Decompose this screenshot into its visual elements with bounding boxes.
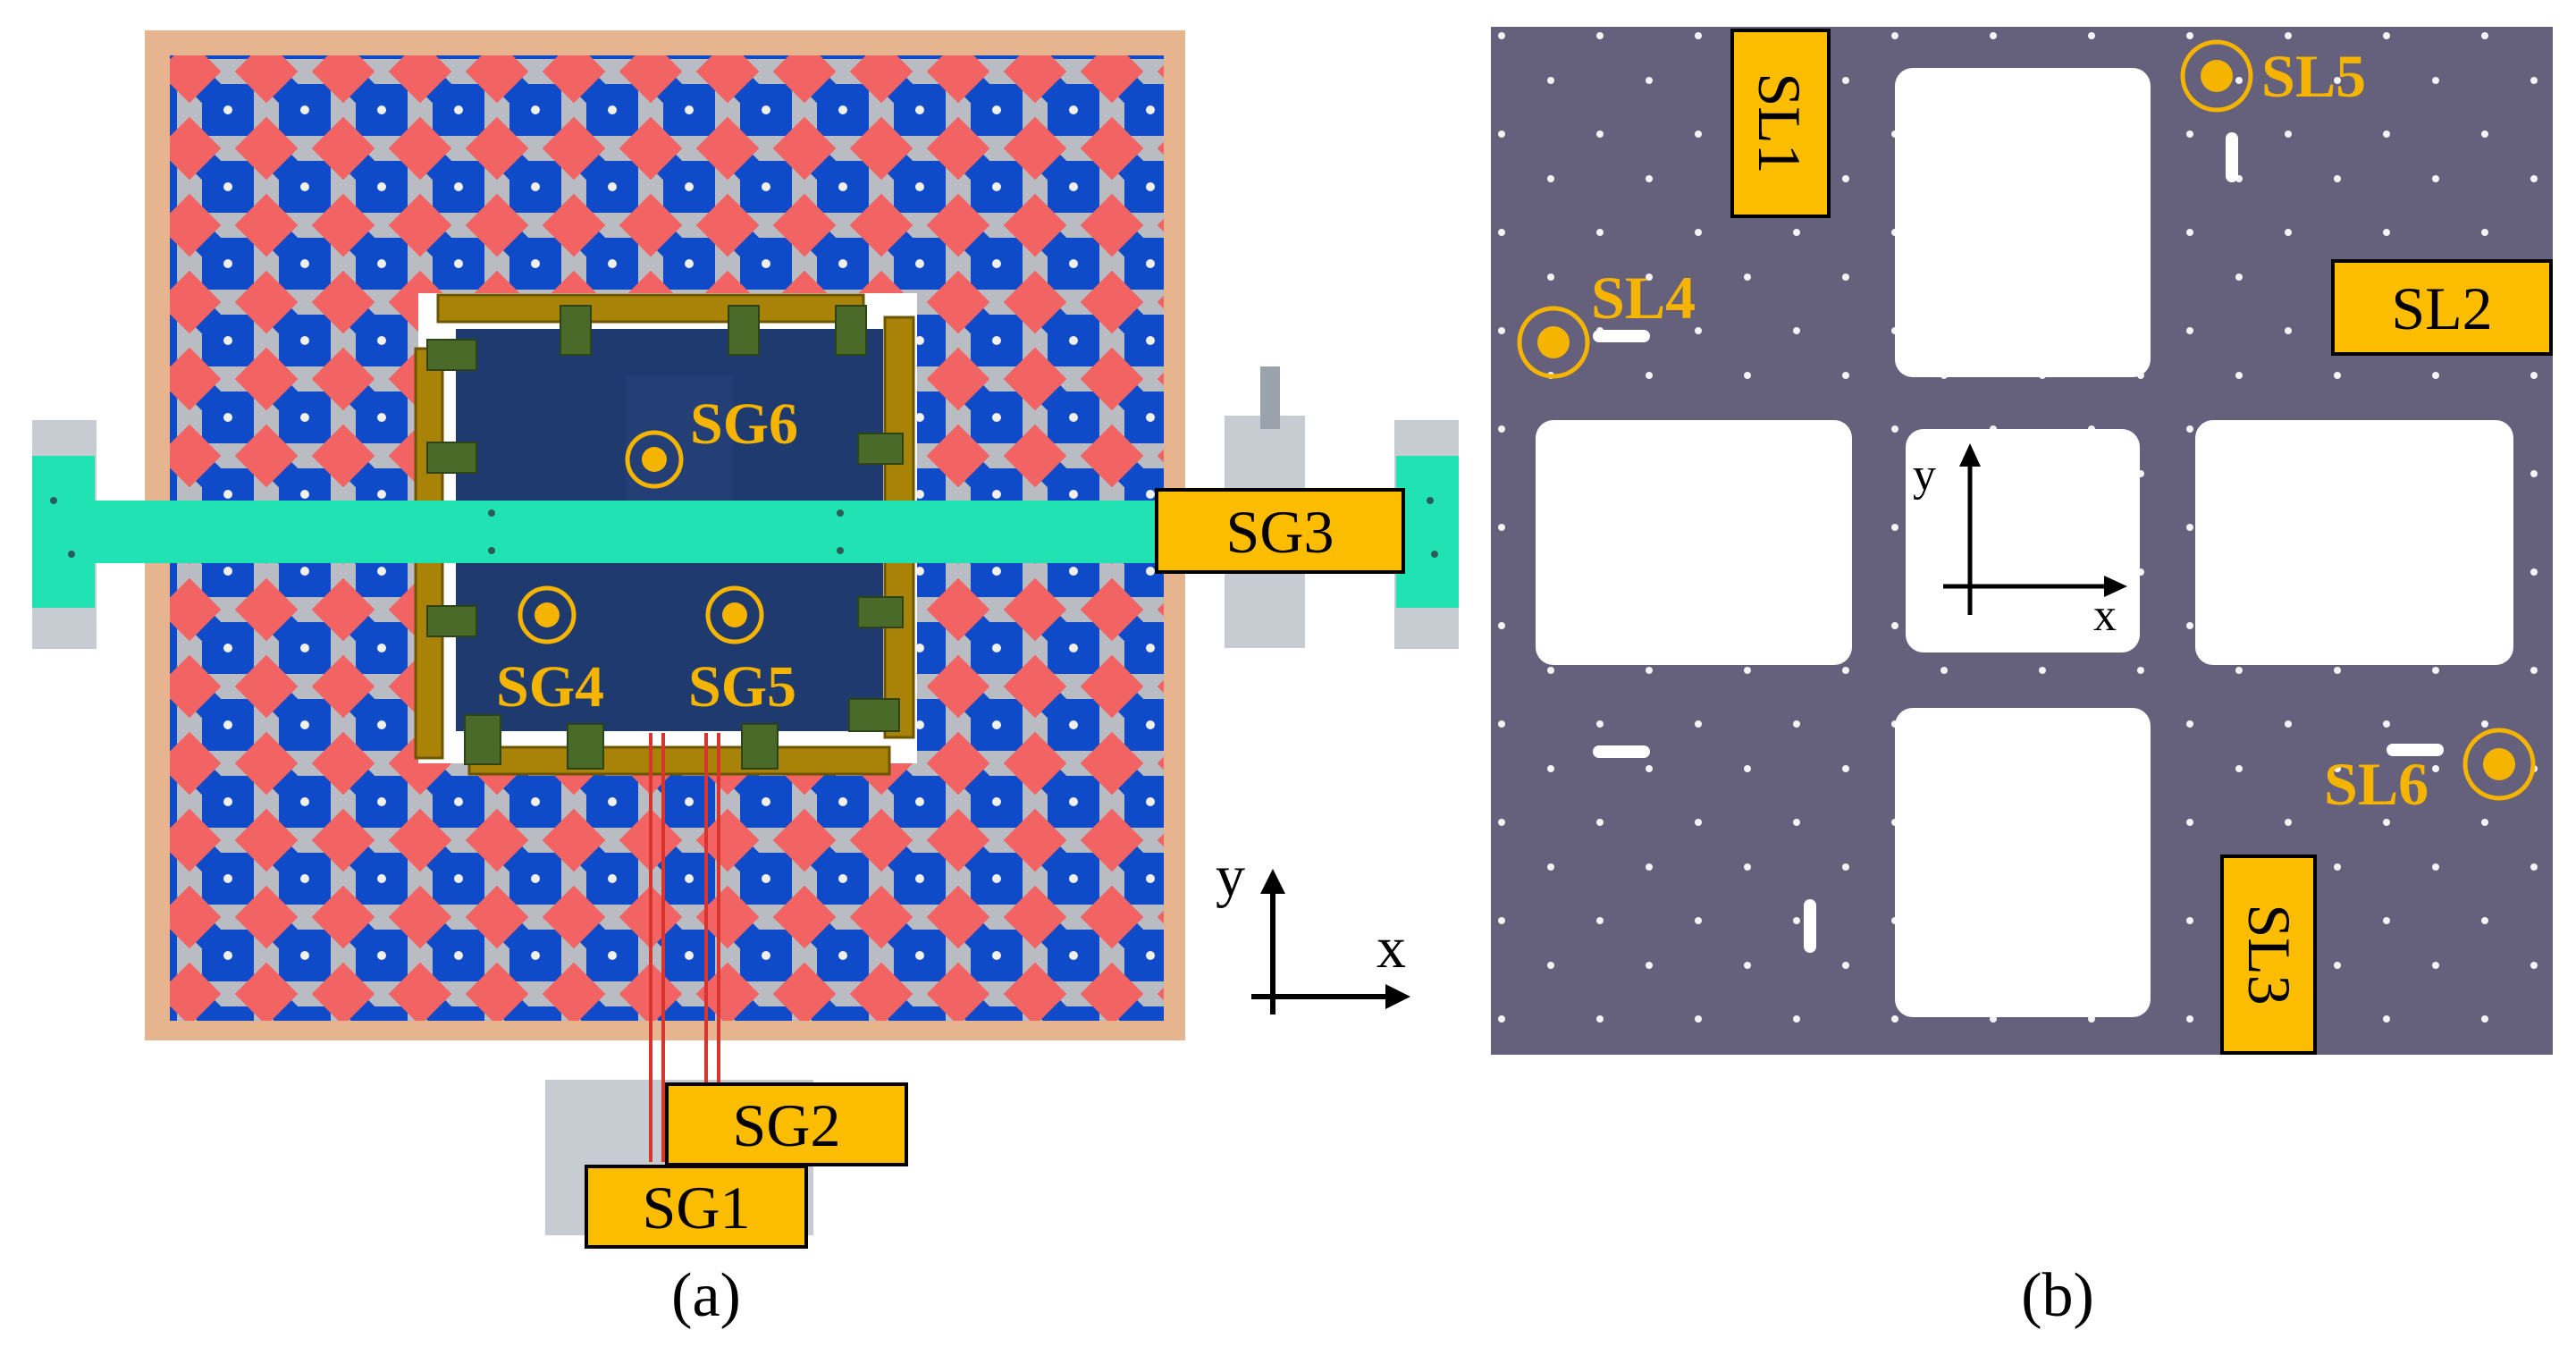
box-sl1: SL1: [1730, 29, 1831, 218]
sl4-marker: [1517, 306, 1590, 379]
cutouts: [1536, 68, 2513, 1017]
axes-b: [1943, 458, 2113, 615]
caption-a: (a): [671, 1261, 741, 1330]
sl5-marker: [2180, 39, 2253, 113]
beam-end-left-green: [32, 456, 95, 608]
label-sg5: SG5: [688, 654, 796, 720]
label-sg6: SG6: [690, 391, 798, 457]
beam-holes: [50, 497, 1438, 558]
svg-text:SL1: SL1: [1746, 72, 1814, 173]
label-sl5: SL5: [2261, 42, 2366, 110]
axis-b-x-label: x: [2093, 590, 2117, 641]
label-sl4: SL4: [1591, 264, 1696, 332]
sg6-marker: [625, 430, 684, 489]
svg-text:SG3: SG3: [1226, 498, 1334, 566]
box-sg3: SG3: [1155, 488, 1405, 574]
sg5-marker: [705, 585, 764, 644]
svg-text:SL3: SL3: [2235, 904, 2303, 1005]
sg4-marker: [518, 585, 577, 644]
axes-a-arrows: [1260, 869, 1410, 1009]
slots: [1593, 132, 2444, 953]
box-sl2: SL2: [2331, 259, 2553, 356]
cables: [649, 733, 720, 1162]
svg-text:SG2: SG2: [733, 1091, 841, 1159]
box-sg1: SG1: [585, 1165, 808, 1249]
box-sg2: SG2: [665, 1082, 908, 1166]
beam-mount-post: [1260, 366, 1280, 429]
axes-b-arrows: [1959, 443, 2127, 597]
svg-text:SL2: SL2: [2391, 274, 2492, 342]
axes-a: [1251, 885, 1394, 1014]
axis-a-y-label: y: [1216, 844, 1245, 909]
panel-a: SG6 SG4 SG5 SG3 SG2 SG1 y x (a): [32, 30, 1459, 1330]
axis-a-x-label: x: [1376, 915, 1406, 981]
sl6-marker: [2462, 728, 2536, 801]
svg-text:SG1: SG1: [643, 1174, 751, 1242]
label-sl6: SL6: [2324, 750, 2429, 818]
panel-b: SL4 SL5 SL6 SL1 SL2 SL3 y x (b): [1491, 27, 2553, 1330]
caption-b: (b): [2021, 1261, 2094, 1330]
label-sg4: SG4: [496, 654, 604, 720]
axis-b-y-label: y: [1913, 450, 1936, 501]
frame-clamps: [426, 305, 904, 770]
box-sl3: SL3: [2220, 855, 2317, 1055]
